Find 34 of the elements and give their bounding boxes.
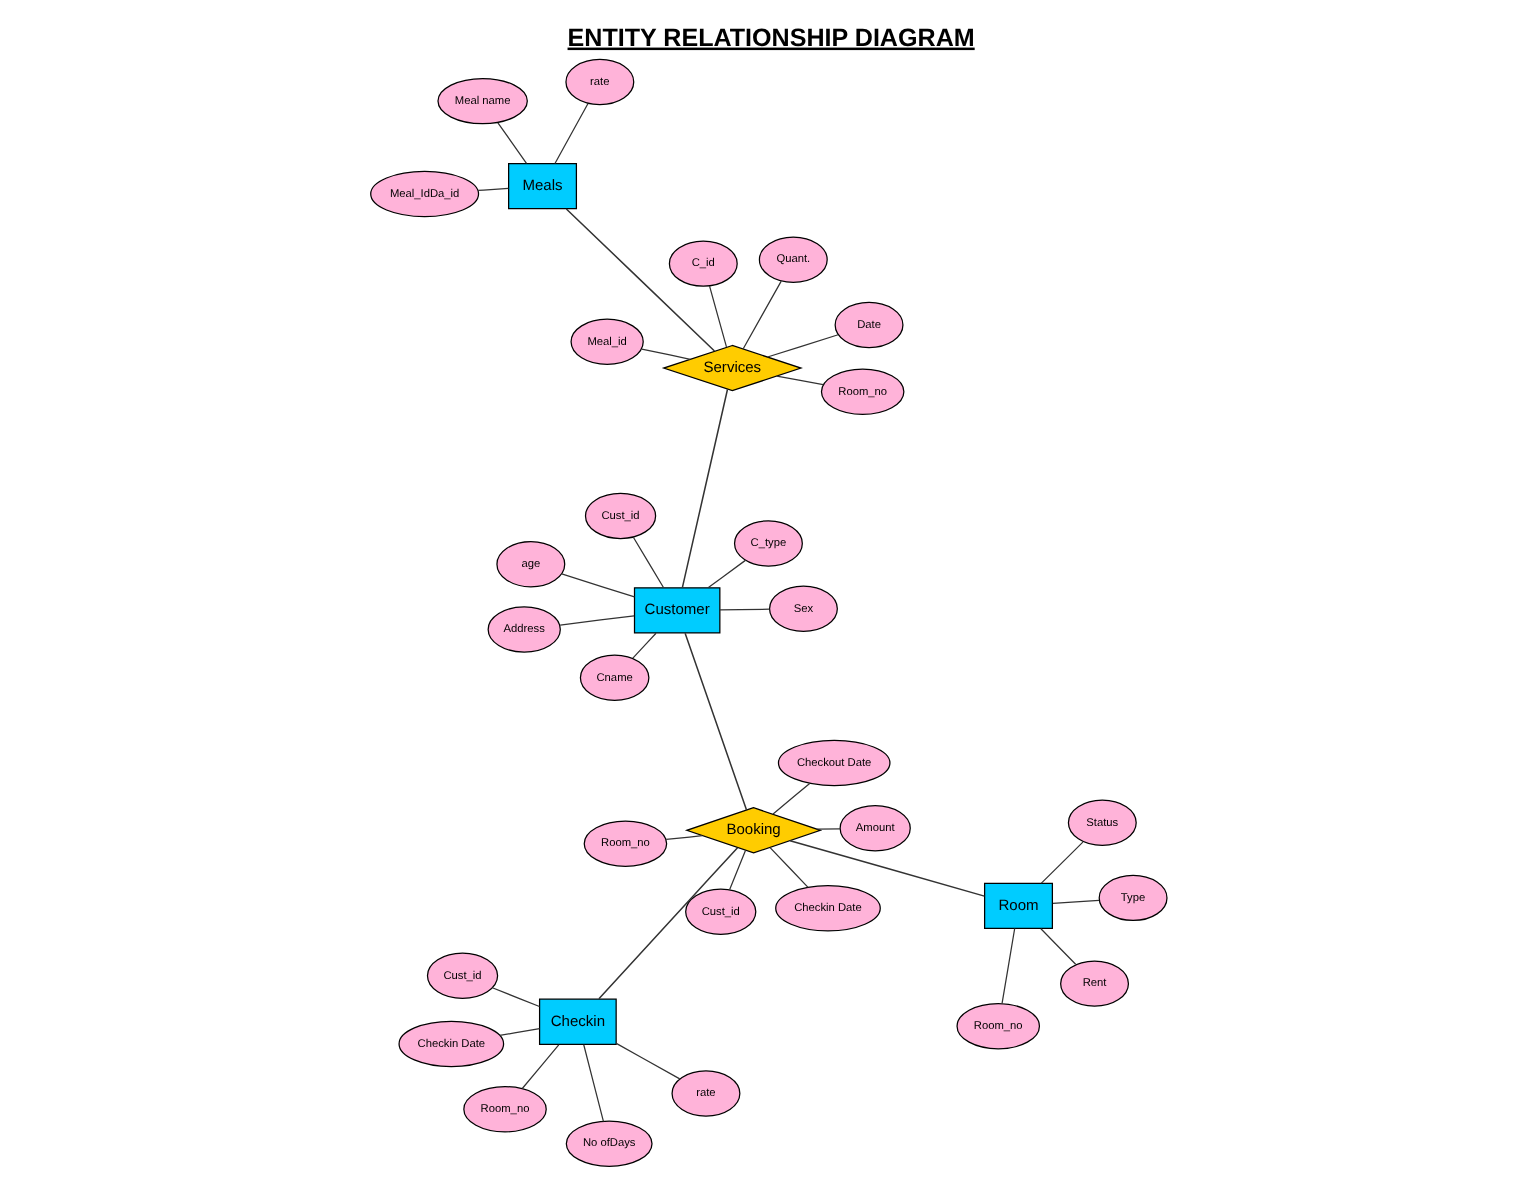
connector <box>553 102 588 165</box>
connector <box>680 388 728 589</box>
connector <box>564 208 715 352</box>
connector <box>771 782 810 815</box>
connector <box>496 122 527 164</box>
connector <box>741 280 781 350</box>
connector <box>706 559 745 589</box>
diagram-title: ENTITY RELATIONSHIP DIAGRAM <box>566 23 974 52</box>
connector <box>498 1027 540 1037</box>
connector <box>728 849 746 891</box>
connector <box>765 334 838 358</box>
connector <box>1051 899 1099 905</box>
connector <box>490 987 540 1008</box>
connector <box>631 536 664 589</box>
connector <box>597 847 738 1000</box>
connector <box>476 187 509 192</box>
connector <box>683 632 747 811</box>
connector <box>775 375 823 386</box>
connector <box>718 608 770 611</box>
connector <box>1039 841 1083 884</box>
connector <box>582 1044 604 1122</box>
connector <box>664 835 702 841</box>
connector <box>558 615 634 626</box>
connector <box>640 348 690 360</box>
connector <box>707 285 727 348</box>
connector <box>520 1044 559 1090</box>
connector <box>614 1042 680 1080</box>
connector <box>631 632 656 659</box>
connector <box>815 828 840 830</box>
connector <box>788 839 985 897</box>
connector <box>768 846 808 888</box>
connector <box>560 573 635 598</box>
connector <box>1039 928 1076 965</box>
connector <box>1000 927 1015 1005</box>
